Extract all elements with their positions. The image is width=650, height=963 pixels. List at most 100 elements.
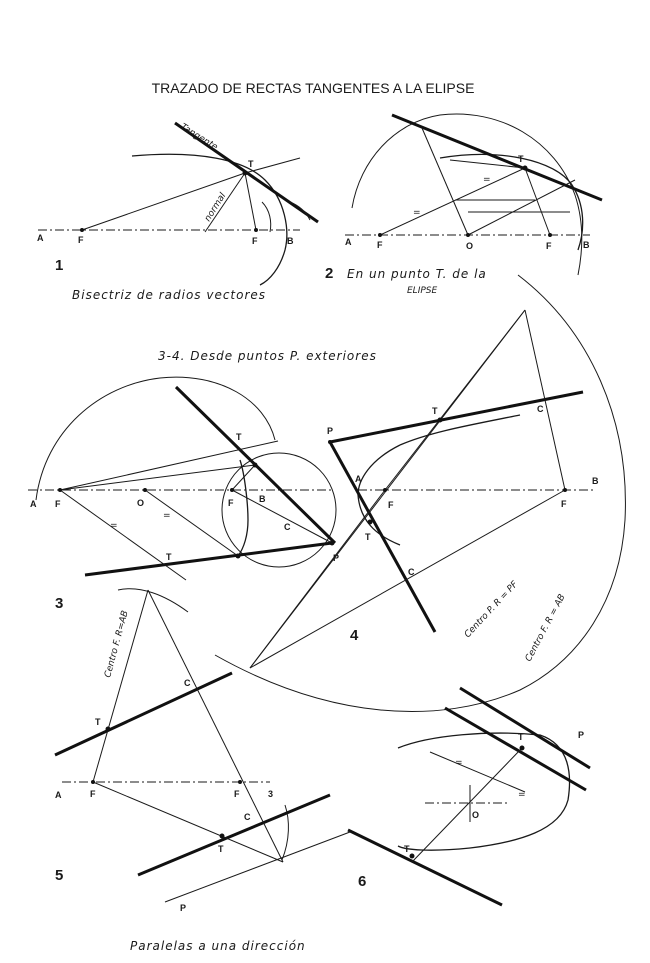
- fig6-equal-mark-2: =: [518, 790, 526, 800]
- section-5-6-caption: Paralelas a una dirección: [130, 939, 306, 953]
- fig5-focus-1: [91, 780, 95, 784]
- fig4-center-P-text: Centro P. R = PF: [463, 579, 521, 640]
- fig5-label-P: P: [180, 903, 186, 913]
- fig3-label-O: O: [137, 498, 144, 508]
- fig3-label-A: A: [30, 499, 37, 509]
- fig6-direction-line: [459, 686, 591, 770]
- fig5-label-B: 3: [268, 789, 273, 799]
- fig1-number: 1: [55, 257, 63, 274]
- fig5-point-T1: [105, 726, 111, 732]
- fig3-aux-line-4: [231, 464, 256, 491]
- fig4-number: 4: [350, 627, 359, 644]
- fig6-conjugate-diameter: [411, 747, 523, 863]
- fig3-label-B: B: [259, 494, 266, 504]
- fig4-chord-2: [524, 309, 566, 491]
- fig5-focus-2: [238, 780, 242, 784]
- fig2-equal-mark-1: =: [413, 208, 421, 218]
- fig5-label-A: A: [55, 790, 62, 800]
- fig4-chord-3: [249, 489, 566, 669]
- fig1-radius-vector-1: [81, 172, 246, 231]
- fig5-tangent-line-2: [137, 793, 331, 877]
- fig1-normal-line: [204, 172, 246, 233]
- fig4-construction-arc-large: [214, 274, 626, 712]
- fig4-label-B: B: [592, 476, 599, 486]
- fig1-bisector-arc: [261, 201, 272, 233]
- fig4-center-F-text: Centro F. R = AB: [524, 593, 568, 664]
- fig6-point-T2: [409, 853, 415, 859]
- fig4-label-T2: T: [365, 532, 371, 542]
- fig2-aux-line: [449, 159, 526, 169]
- figure-3: = = A F O F B T T C P 3: [28, 376, 339, 612]
- fig2-point-T: [522, 165, 528, 171]
- fig3-ellipse-arc: [237, 459, 249, 557]
- fig2-equal-mark-2: =: [483, 175, 491, 185]
- fig3-aux-line-1: [59, 464, 256, 491]
- fig2-radius-vector-1: [379, 167, 526, 236]
- fig6-number: 6: [358, 873, 366, 890]
- fig4-label-A: A: [355, 474, 362, 484]
- fig4-point-T2: [367, 519, 373, 525]
- figure-2: = = A F O F B T 2 En un punto T. de la E…: [325, 113, 603, 296]
- fig2-label-A: A: [345, 237, 352, 247]
- fig2-label-T: T: [518, 154, 524, 164]
- fig6-label-P: P: [578, 730, 584, 740]
- fig3-aux-line-3: [231, 489, 333, 544]
- fig6-point-T1: [519, 745, 525, 751]
- fig5-radius-3: [92, 781, 284, 863]
- fig2-focus-2: [548, 233, 552, 237]
- fig1-normal-text: normal: [203, 191, 229, 224]
- fig3-label-P: P: [333, 553, 339, 563]
- page-title: TRAZADO DE RECTAS TANGENTES A LA ELIPSE: [152, 80, 475, 96]
- fig2-construction-circle: [351, 113, 583, 276]
- fig6-equal-mark-1: =: [455, 758, 463, 768]
- fig1-label-F2: F: [252, 236, 258, 246]
- figure-6: = = T T O P 6: [347, 686, 591, 907]
- fig5-direction-line: [164, 831, 351, 903]
- fig5-label-T2: T: [218, 844, 224, 854]
- fig3-aux-line-2: [144, 489, 239, 557]
- fig3-tangent-line-2: [84, 541, 333, 577]
- fig2-label-F2: F: [546, 241, 552, 251]
- fig1-label-T: T: [248, 159, 254, 169]
- fig6-label-O: O: [472, 810, 479, 820]
- fig5-arc-top: [117, 588, 189, 613]
- fig4-point-P: [328, 440, 332, 444]
- fig4-ellipse-top: [399, 414, 521, 446]
- fig1-radius-vector-2: [244, 172, 257, 231]
- fig3-number: 3: [55, 595, 63, 612]
- fig6-chord: [429, 751, 526, 793]
- fig1-label-F1: F: [78, 235, 84, 245]
- fig2-diameter-line: [421, 127, 469, 236]
- fig1-point-T: [242, 170, 248, 176]
- fig5-radius-2: [147, 589, 284, 863]
- fig2-aux-line-2: [467, 179, 576, 236]
- fig3-label-F2: F: [228, 498, 234, 508]
- fig1-extension: [244, 157, 301, 174]
- fig1-bisector-arc-2: [289, 201, 311, 221]
- fig5-label-F1: F: [90, 789, 96, 799]
- fig5-tangent-line-1: [54, 671, 233, 757]
- section-3-4-caption: 3-4. Desde puntos P. exteriores: [158, 349, 377, 363]
- fig2-tangent-line: [391, 113, 603, 202]
- fig5-label-C2: C: [244, 812, 251, 822]
- fig6-ellipse: [397, 732, 571, 851]
- fig3-focus-2: [230, 488, 234, 492]
- fig2-label-O: O: [466, 241, 473, 251]
- fig4-focus-2: [563, 488, 567, 492]
- fig2-label-B: B: [583, 240, 590, 250]
- fig3-label-C: C: [284, 522, 291, 532]
- fig4-focus-1: [383, 488, 387, 492]
- fig6-label-T2: T: [404, 844, 410, 854]
- fig3-equal-mark-1: =: [110, 521, 118, 531]
- fig3-radius-vector-1: [59, 440, 279, 491]
- fig3-point-T1: [252, 462, 258, 468]
- fig5-label-F2: F: [234, 789, 240, 799]
- figure-5: Centro F. R=AB A F F 3 T T C C P 5: [54, 588, 351, 913]
- figure-4: P T T A F F B C C Centro P. R = PF Centr…: [214, 274, 626, 712]
- fig3-focus-1: [58, 488, 62, 492]
- fig3-center-O: [143, 488, 147, 492]
- fig5-arc-bottom: [281, 804, 289, 861]
- fig4-label-F2: F: [561, 499, 567, 509]
- fig5-radius-1: [92, 589, 149, 783]
